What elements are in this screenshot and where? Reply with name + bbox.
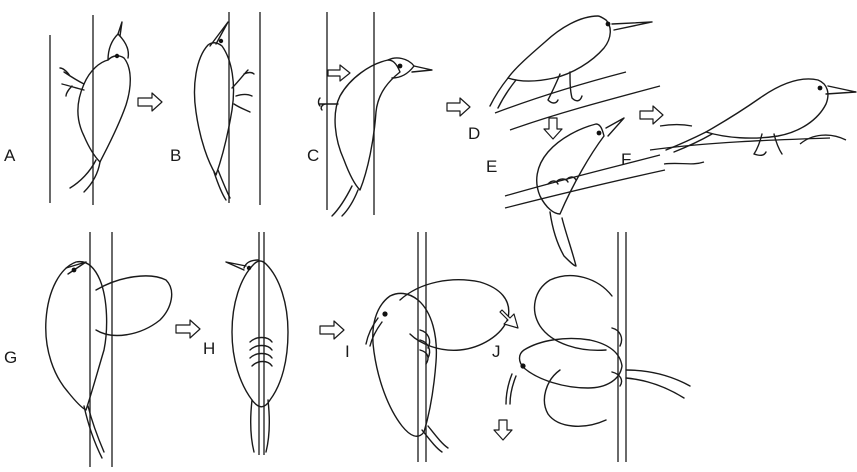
panel-b-drawing <box>195 12 261 205</box>
arrow-a-to-b <box>138 93 162 111</box>
branch-d-upper <box>495 72 626 113</box>
panel-label-c: C <box>307 147 319 164</box>
bird-f-beak <box>826 86 856 94</box>
arrow-j-down <box>494 420 512 440</box>
bird-c-body <box>335 60 400 190</box>
bird-c-foot <box>319 98 339 110</box>
bird-a-beak <box>118 22 122 36</box>
bird-i-wing <box>400 280 509 351</box>
bird-e-eye <box>597 131 602 136</box>
panel-j-drawing <box>506 232 690 462</box>
panel-a-drawing <box>50 15 130 205</box>
bird-e-body <box>537 124 604 214</box>
ground-f-left <box>660 125 692 127</box>
branch-f <box>650 138 830 150</box>
bird-f-tail <box>666 132 712 152</box>
panel-label-i: I <box>345 343 350 360</box>
bird-g-tail <box>84 406 104 458</box>
bird-f-eye <box>818 86 823 91</box>
bird-c-beak <box>412 66 432 72</box>
bird-b-body <box>195 43 234 175</box>
bird-d-foot <box>548 72 582 103</box>
bird-g-eye <box>72 268 77 273</box>
bird-j-tail <box>626 370 690 398</box>
panel-c-drawing <box>319 12 433 216</box>
bird-g-body <box>46 262 107 410</box>
panel-label-a: A <box>4 147 15 164</box>
arrow-e-to-f <box>640 106 663 124</box>
panel-label-h: H <box>203 340 215 357</box>
panel-d-drawing <box>490 16 660 130</box>
bird-b-eye <box>219 39 223 43</box>
bird-h-eye <box>247 266 251 270</box>
panel-g-drawing <box>46 232 172 467</box>
bird-j-eye <box>520 363 525 368</box>
panel-e-drawing <box>505 118 665 266</box>
bird-d-tail <box>490 78 516 108</box>
bird-d-eye <box>606 22 611 27</box>
bird-i-body <box>373 293 437 436</box>
bird-i-eye <box>382 311 387 316</box>
bird-a-tail <box>70 160 100 192</box>
bird-h-tail <box>251 400 270 452</box>
arrow-c-to-d <box>447 98 470 116</box>
panel-label-g: G <box>4 349 17 366</box>
bird-f-body <box>706 79 828 138</box>
bird-g-beak <box>66 262 86 274</box>
panel-i-drawing <box>366 232 509 462</box>
bird-a-body <box>78 56 130 162</box>
panel-h-drawing <box>226 232 288 455</box>
arrow-d-to-e <box>544 118 562 139</box>
bird-d-body <box>508 16 610 81</box>
bird-i-feet <box>420 330 430 364</box>
bird-g-wing <box>96 276 172 336</box>
bird-j-beak <box>506 374 516 404</box>
panel-f-drawing <box>650 79 856 164</box>
panel-label-b: B <box>170 147 181 164</box>
bird-e-beak <box>606 118 624 136</box>
panel-label-j: J <box>492 343 501 360</box>
panel-label-d: D <box>468 125 480 142</box>
panel-label-e: E <box>486 158 497 175</box>
bird-b-beak <box>210 22 228 46</box>
arrow-g-to-h <box>176 320 200 338</box>
bird-h-feet <box>250 338 272 367</box>
bird-c-eye <box>398 64 403 69</box>
bird-a-eye <box>115 54 119 58</box>
arrow-c-push <box>328 65 350 81</box>
branch-d-lower <box>510 86 660 130</box>
bird-j-wing-lower <box>544 370 606 426</box>
bird-h-beak <box>226 262 246 270</box>
bird-h-body <box>232 261 288 407</box>
bird-d-beak <box>612 22 652 30</box>
bird-c-tail <box>332 186 358 216</box>
arrow-h-to-i <box>320 321 344 339</box>
ground-f-right <box>800 135 846 144</box>
ground-f-lower <box>664 162 704 164</box>
bird-b-foot <box>232 70 254 112</box>
branch-e-upper <box>505 155 660 196</box>
bird-e-tail <box>550 212 576 266</box>
panel-label-f: F <box>621 151 631 168</box>
